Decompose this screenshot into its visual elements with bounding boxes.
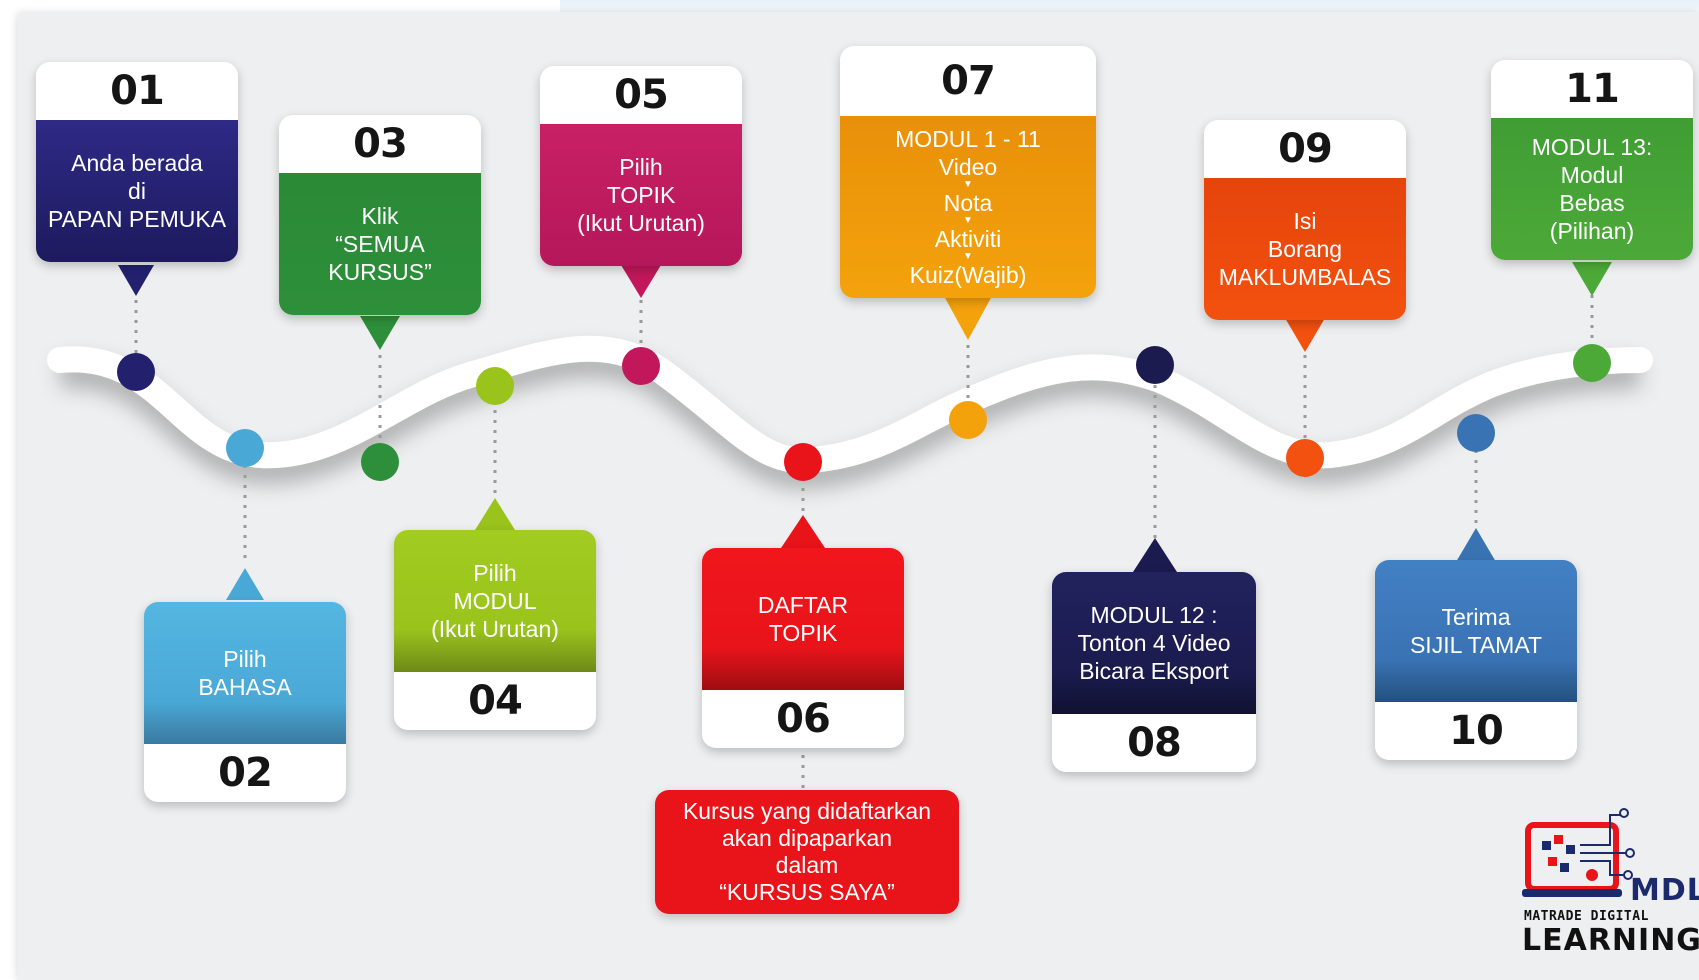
logo-line-2: LEARNING bbox=[1522, 923, 1699, 958]
step-text: BAHASA bbox=[198, 674, 292, 700]
step-text: KURSUS” bbox=[328, 259, 432, 285]
note-text: akan dipaparkan bbox=[721, 825, 893, 851]
timeline-dots bbox=[117, 344, 1611, 481]
step-number: 01 bbox=[36, 62, 238, 120]
connectors bbox=[134, 295, 1594, 790]
step-body: Isi Borang MAKLUMBALAS bbox=[1204, 178, 1406, 320]
step-number: 05 bbox=[540, 66, 742, 124]
step-text: DAFTAR bbox=[757, 592, 849, 618]
step-text: MODUL 13: bbox=[1531, 134, 1653, 160]
pointers bbox=[118, 262, 1612, 600]
step-text: Tonton 4 Video bbox=[1077, 630, 1231, 656]
step-text: Modul bbox=[1560, 162, 1624, 188]
step-text: Pilih bbox=[223, 646, 267, 672]
step-body: DAFTAR TOPIK bbox=[702, 548, 904, 690]
step-card-02: Pilih BAHASA 02 bbox=[144, 602, 346, 802]
step-text: Nota bbox=[943, 190, 993, 216]
step-card-04: Pilih MODUL (Ikut Urutan) 04 bbox=[394, 530, 596, 730]
step-number: 11 bbox=[1491, 60, 1693, 118]
step-card-09: 09 Isi Borang MAKLUMBALAS bbox=[1204, 120, 1406, 320]
step-number: 04 bbox=[394, 672, 596, 730]
step-body: Pilih MODUL (Ikut Urutan) bbox=[394, 530, 596, 672]
step-text: Bicara Eksport bbox=[1079, 658, 1229, 684]
mdl-logo-icon bbox=[1522, 808, 1635, 897]
step-body: Pilih BAHASA bbox=[144, 602, 346, 744]
step-text: di bbox=[128, 178, 146, 204]
step-text: Terima bbox=[1441, 604, 1511, 630]
step-card-06: DAFTAR TOPIK 06 bbox=[702, 548, 904, 748]
kursus-saya-note: Kursus yang didaftarkan akan dipaparkan … bbox=[655, 790, 959, 914]
step-text: Anda berada bbox=[71, 150, 203, 176]
step-text: Klik bbox=[361, 203, 399, 229]
step-text: MODUL 1 - 11 bbox=[895, 126, 1041, 152]
step-card-03: 03 Klik “SEMUA KURSUS” bbox=[279, 115, 481, 315]
step-text: TOPIK bbox=[768, 620, 838, 646]
step-body: Anda berada di PAPAN PEMUKA bbox=[36, 120, 238, 262]
step-text: (Ikut Urutan) bbox=[431, 616, 559, 642]
down-arrow-icon: ▼ bbox=[963, 179, 973, 190]
step-text: SIJIL TAMAT bbox=[1409, 632, 1543, 658]
mdl-logo: MDL MATRADE DIGITAL LEARNING bbox=[1520, 805, 1699, 958]
step-card-08: MODUL 12 : Tonton 4 Video Bicara Eksport… bbox=[1052, 572, 1256, 772]
step-number: 02 bbox=[144, 744, 346, 802]
step-text: TOPIK bbox=[606, 182, 676, 208]
step-text: (Pilihan) bbox=[1549, 218, 1635, 244]
step-text: Borang bbox=[1267, 236, 1343, 262]
step-number: 09 bbox=[1204, 120, 1406, 178]
step-card-11: 11 MODUL 13: Modul Bebas (Pilihan) bbox=[1491, 60, 1693, 260]
step-card-05: 05 Pilih TOPIK (Ikut Urutan) bbox=[540, 66, 742, 266]
note-text: dalam bbox=[775, 852, 839, 878]
step-number: 06 bbox=[702, 690, 904, 748]
step-body: MODUL 13: Modul Bebas (Pilihan) bbox=[1491, 118, 1693, 260]
step-card-07: 07 MODUL 1 - 11 Video ▼ Nota ▼ Aktiviti … bbox=[840, 46, 1096, 298]
step-body: MODUL 1 - 11 Video ▼ Nota ▼ Aktiviti ▼ K… bbox=[840, 116, 1096, 298]
step-card-10: Terima SIJIL TAMAT 10 bbox=[1375, 560, 1577, 760]
step-text: MAKLUMBALAS bbox=[1218, 264, 1392, 290]
step-number: 07 bbox=[840, 46, 1096, 116]
step-text: PAPAN PEMUKA bbox=[47, 206, 227, 232]
step-text: Isi bbox=[1293, 208, 1317, 234]
step-number: 08 bbox=[1052, 714, 1256, 772]
step-body: Pilih TOPIK (Ikut Urutan) bbox=[540, 124, 742, 266]
step-number: 10 bbox=[1375, 702, 1577, 760]
step-text: Pilih bbox=[473, 560, 517, 586]
step-body: Terima SIJIL TAMAT bbox=[1375, 560, 1577, 702]
note-text: “KURSUS SAYA” bbox=[719, 879, 895, 905]
logo-mark: MDL bbox=[1630, 873, 1699, 908]
step-text: Video bbox=[938, 154, 998, 180]
step-number: 03 bbox=[279, 115, 481, 173]
note-text: Kursus yang didaftarkan bbox=[682, 798, 932, 824]
step-text: (Ikut Urutan) bbox=[577, 210, 705, 236]
step-body: MODUL 12 : Tonton 4 Video Bicara Eksport bbox=[1052, 572, 1256, 714]
step-text: Bebas bbox=[1559, 190, 1625, 216]
down-arrow-icon: ▼ bbox=[963, 251, 973, 262]
step-text: Kuiz(Wajib) bbox=[909, 262, 1027, 288]
down-arrow-icon: ▼ bbox=[963, 215, 973, 226]
step-card-01: 01 Anda berada di PAPAN PEMUKA bbox=[36, 62, 238, 262]
step-text: MODUL bbox=[453, 588, 537, 614]
step-body: Klik “SEMUA KURSUS” bbox=[279, 173, 481, 315]
step-text: Pilih bbox=[619, 154, 663, 180]
step-text: Aktiviti bbox=[934, 226, 1002, 252]
step-text: “SEMUA bbox=[335, 231, 425, 257]
logo-line-1: MATRADE DIGITAL bbox=[1524, 909, 1649, 924]
step-text: MODUL 12 : bbox=[1090, 602, 1218, 628]
